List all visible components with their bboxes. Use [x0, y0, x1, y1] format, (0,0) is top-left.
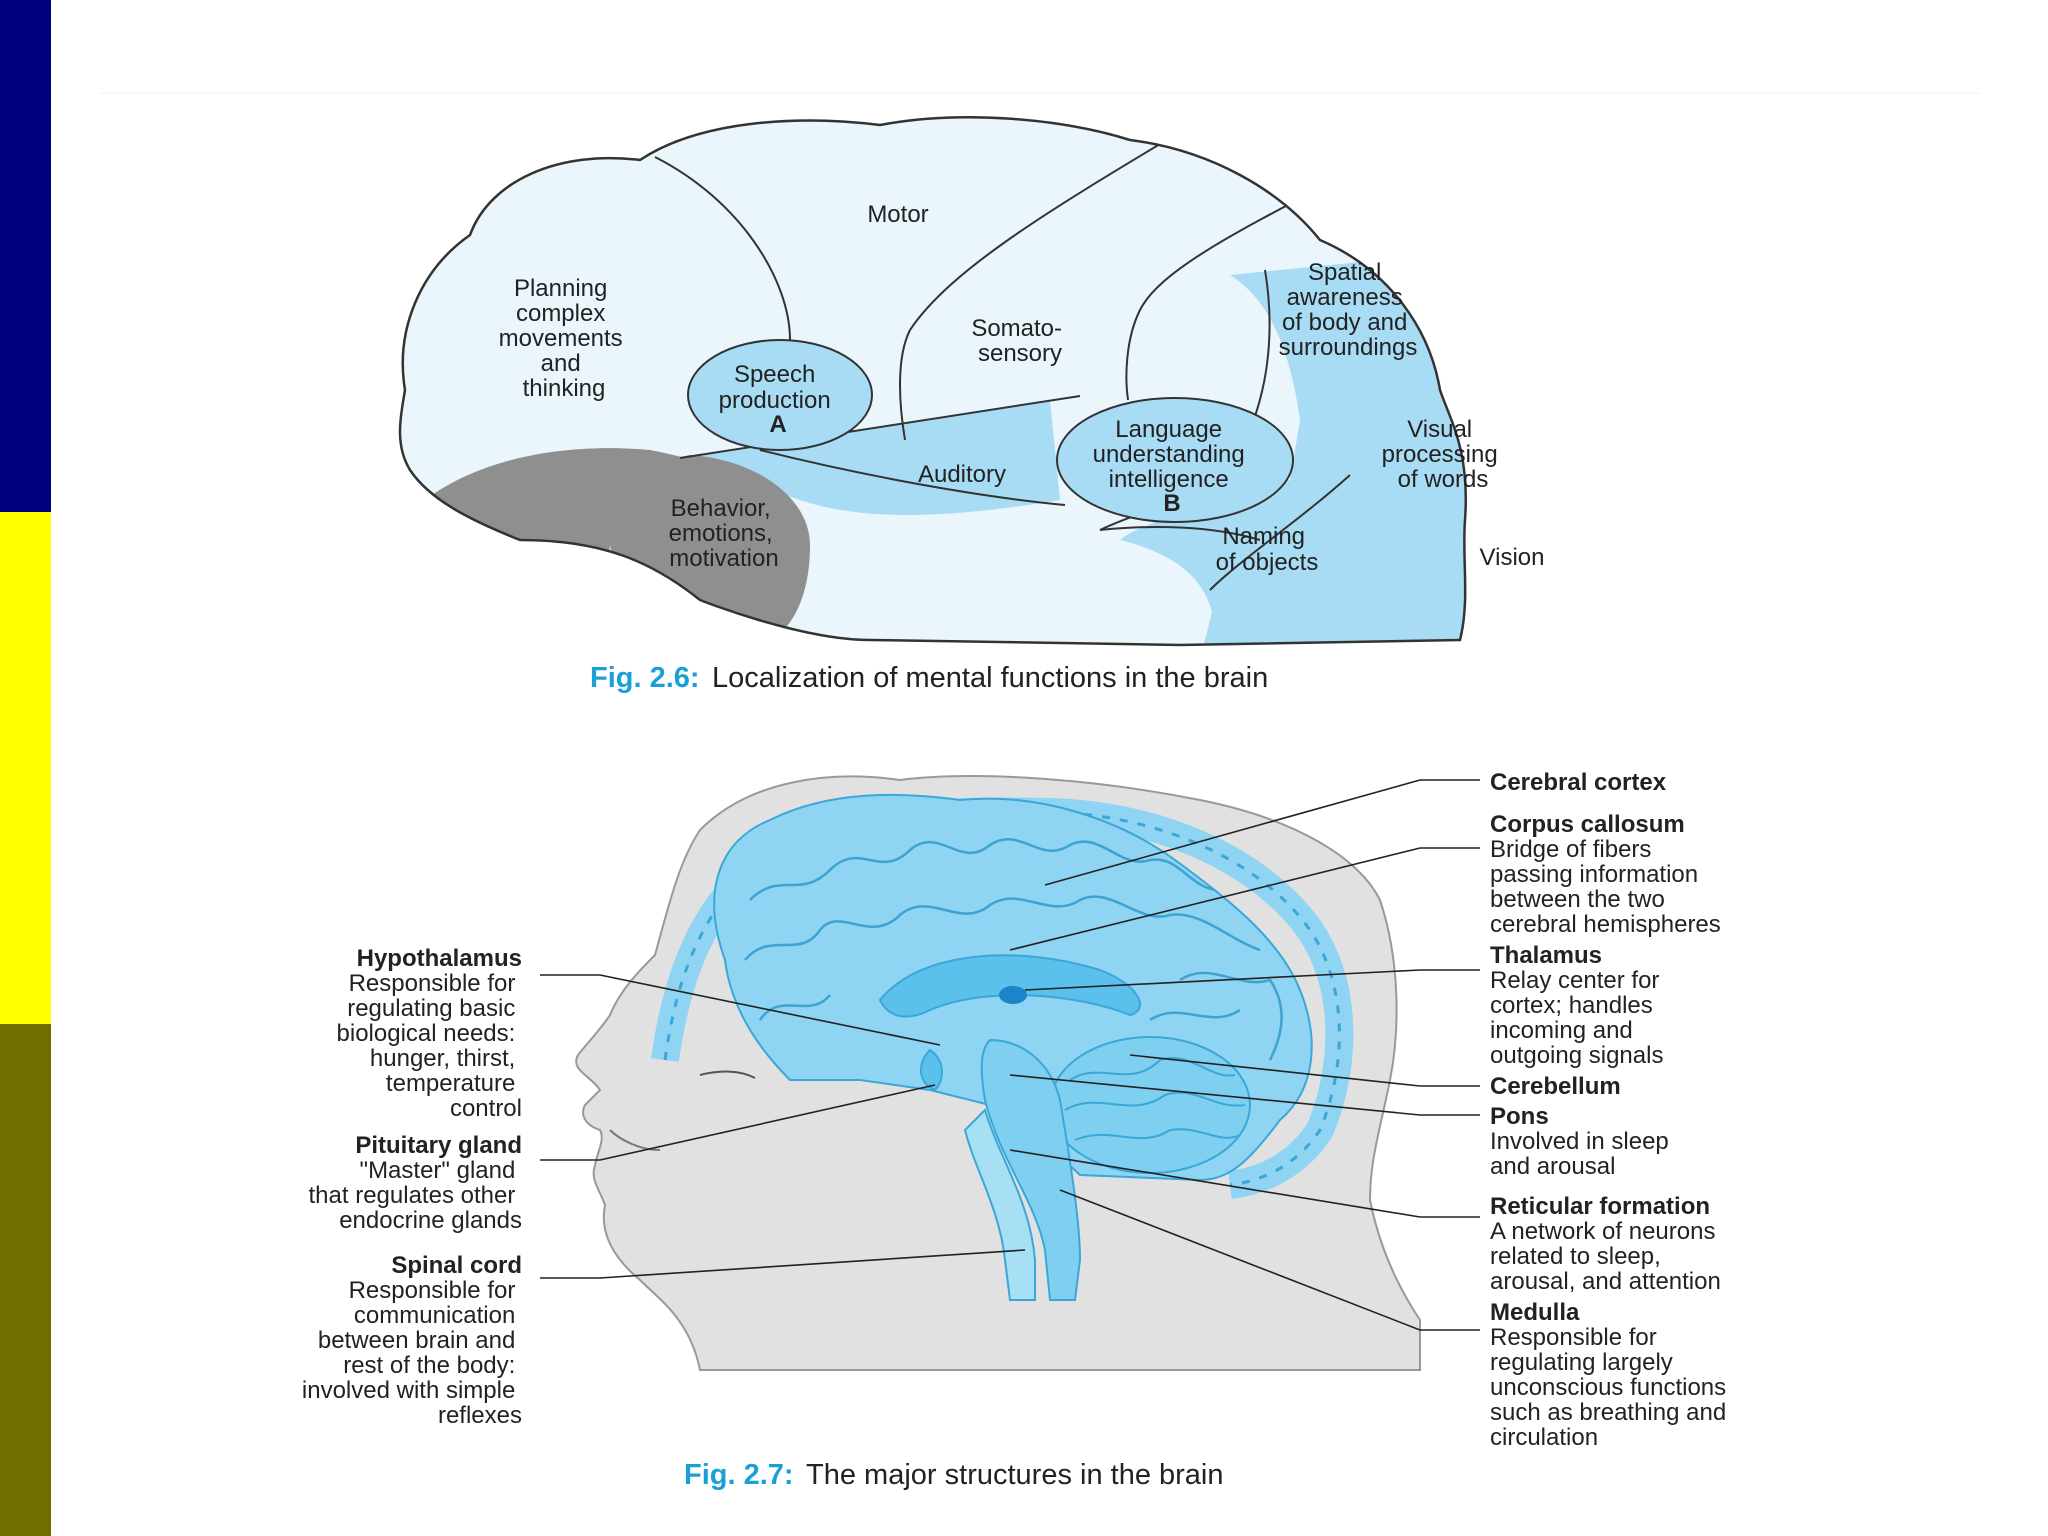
pituitary-shape [920, 1048, 943, 1092]
language-region [1056, 397, 1294, 523]
fig26-caption: Fig. 2.6: Localization of mental functio… [590, 662, 1268, 694]
label-callosum-desc: Bridge of fibers passing information bet… [1490, 836, 1721, 938]
label-thalamus-title: Thalamus [1490, 942, 1602, 969]
label-hypothalamus-desc: Responsible for regulating basic biologi… [337, 970, 522, 1122]
label-motor: Motor [867, 201, 928, 228]
label-pituitary-desc: "Master" gland that regulates other endo… [309, 1157, 522, 1234]
speech-region [687, 339, 873, 451]
sidebar-band-blue [0, 0, 51, 512]
label-behavior: Behavior, emotions, motivation [669, 495, 780, 572]
label-callosum-title: Corpus callosum [1490, 811, 1685, 838]
label-hypothalamus-title: Hypothalamus [357, 945, 522, 972]
label-naming: Naming of objects [1216, 523, 1319, 576]
label-pons-title: Pons [1490, 1103, 1549, 1130]
label-vision: Vision [1480, 544, 1545, 571]
fig26-brain-map: Motor Planning complex movements and thi… [398, 116, 1545, 694]
label-pituitary-title: Pituitary gland [355, 1132, 522, 1159]
label-visual-words: Visual processing of words [1382, 416, 1505, 493]
brain-outline [398, 116, 1467, 647]
label-spinal-desc: Responsible for communication between br… [302, 1277, 522, 1429]
slide-sidebar [0, 0, 51, 1536]
sidebar-band-olive [0, 1024, 51, 1536]
label-auditory: Auditory [918, 461, 1006, 488]
label-cortex-title: Cerebral cortex [1490, 769, 1667, 796]
label-cerebellum-title: Cerebellum [1490, 1073, 1621, 1100]
label-pons-desc: Involved in sleep and arousal [1490, 1128, 1675, 1180]
label-reticular-desc: A network of neurons related to sleep, a… [1490, 1218, 1722, 1295]
brain-gyri [744, 838, 1283, 1061]
skull-dashes [663, 809, 1341, 1187]
label-planning: Planning complex movements and thinking [499, 275, 630, 402]
header-divider [100, 92, 1980, 94]
label-somato: Somato- sensory [971, 315, 1068, 367]
eye-line [699, 1070, 756, 1079]
label-language: Language understanding intelligence B [1093, 416, 1252, 517]
label-speech: Speech production A [719, 361, 838, 438]
corpus-callosum [878, 954, 1141, 1018]
fig27-caption: Fig. 2.7: The major structures in the br… [684, 1459, 1224, 1491]
cerebellum-folds [1064, 1057, 1246, 1141]
label-spinal-title: Spinal cord [391, 1252, 522, 1279]
brainstem [980, 1038, 1082, 1301]
thalamus-mark [999, 986, 1027, 1004]
nose-line [609, 1129, 661, 1151]
fig27-head-diagram: Hypothalamus Responsible for regulating … [302, 769, 1733, 1491]
label-spatial: Spatial awareness of body and surroundin… [1279, 259, 1418, 361]
label-medulla-title: Medulla [1490, 1299, 1580, 1326]
label-medulla-desc: Responsible for regulating largely uncon… [1490, 1324, 1733, 1451]
label-thalamus-desc: Relay center for cortex; handles incomin… [1490, 967, 1666, 1069]
label-reticular-title: Reticular formation [1490, 1193, 1710, 1220]
sidebar-band-yellow [0, 512, 51, 1024]
spinal-cord-shape [963, 1108, 1036, 1301]
leader-lines [540, 779, 1480, 1331]
